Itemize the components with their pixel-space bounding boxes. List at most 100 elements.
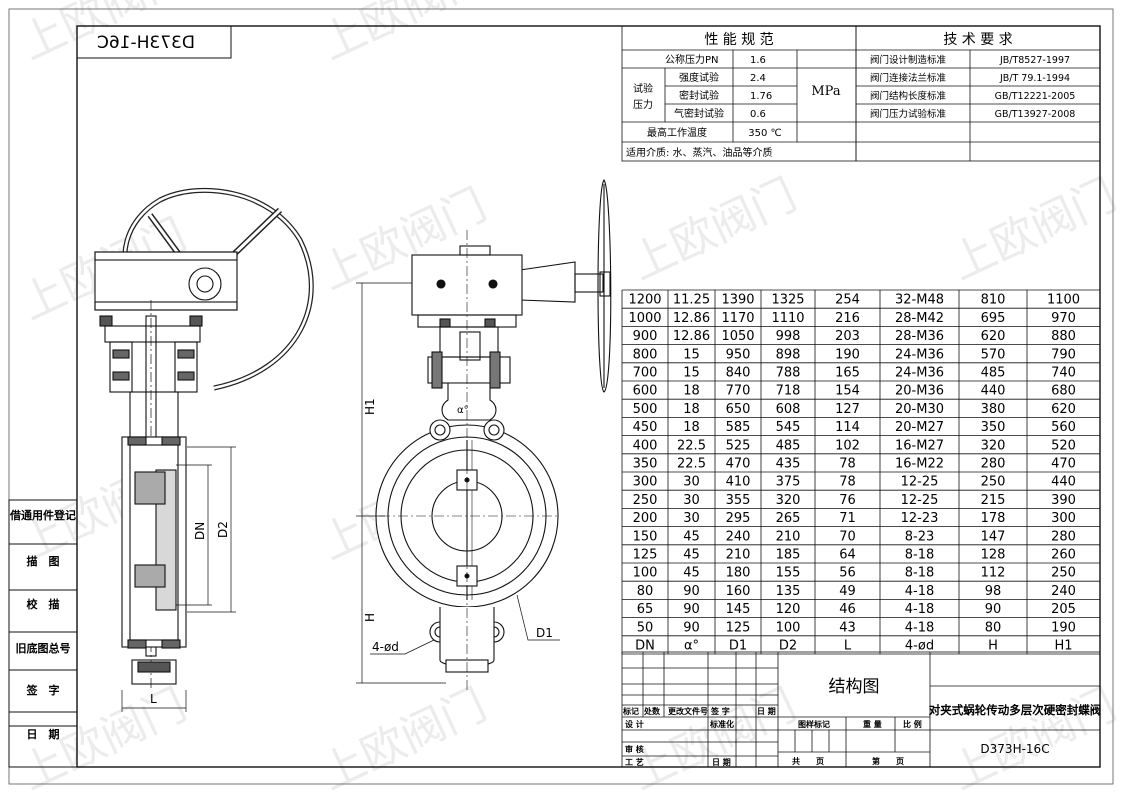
- dim-table-cell: 350: [633, 457, 658, 472]
- svg-text:上欧阀门: 上欧阀门: [623, 679, 804, 793]
- dim-table-cell: 135: [776, 584, 801, 599]
- dim-table-cell: 300: [1051, 511, 1076, 526]
- perf-test-2-label: 密封试验: [679, 89, 719, 102]
- label-DN: DN: [193, 522, 207, 540]
- label-alpha: α°: [457, 405, 469, 416]
- dim-table-cell: 210: [776, 529, 801, 544]
- tech-row-3-value: GB/T12221-2005: [995, 91, 1076, 102]
- dim-table-cell: 250: [633, 493, 658, 508]
- dim-table-cell: 200: [633, 511, 658, 526]
- tech-title: 技 术 要 求: [943, 32, 1012, 48]
- dim-table-cell: 147: [981, 529, 1006, 544]
- dim-table-cell: 970: [1051, 311, 1076, 326]
- label-L: L: [150, 692, 157, 706]
- dim-table-cell: 560: [1051, 420, 1076, 435]
- dim-table-cell: 18: [683, 420, 700, 435]
- dim-table-cell: 600: [633, 384, 658, 399]
- perf-test-label-2: 压力: [633, 98, 653, 111]
- tb-process: 工 艺: [625, 757, 644, 767]
- dim-table-cell: 440: [1051, 475, 1076, 490]
- dim-table-header: H: [988, 639, 998, 654]
- tb-standardize: 标准化: [709, 719, 734, 729]
- dim-table-cell: 4-18: [905, 602, 935, 617]
- dim-table-cell: 950: [726, 347, 751, 362]
- dim-table-cell: 12.86: [673, 311, 710, 326]
- dim-table-cell: 788: [776, 366, 801, 381]
- dim-table-cell: 28-M42: [895, 311, 944, 326]
- perf-max-temp-label: 最高工作温度: [647, 126, 707, 139]
- dim-table-header: α°: [684, 639, 699, 654]
- dim-table-cell: 620: [1051, 402, 1076, 417]
- title-block-grid: [621, 651, 1101, 768]
- tb-sheet: 第 页: [872, 756, 904, 766]
- dim-table-cell: 125: [726, 620, 751, 635]
- dim-table-cell: 570: [981, 347, 1006, 362]
- perf-media: 适用介质: 水、蒸汽、油品等介质: [626, 146, 773, 159]
- dim-table-cell: 49: [839, 584, 856, 599]
- dim-table-cell: 718: [776, 384, 801, 399]
- dim-table-cell: 485: [776, 438, 801, 453]
- dim-table-cell: 740: [1051, 366, 1076, 381]
- dim-table-cell: 30: [683, 511, 700, 526]
- watermark: 上欧阀门 上欧阀门 上欧阀门 上欧阀门 上欧阀门 上欧阀门 上欧阀门 上欧阀门 …: [13, 0, 1122, 793]
- dim-table-cell: 8-18: [905, 548, 935, 563]
- dim-table-cell: 128: [981, 548, 1006, 563]
- dim-table-cell: 120: [776, 602, 801, 617]
- dim-table-cell: 1325: [771, 293, 804, 308]
- dim-table-cell: 4-18: [905, 584, 935, 599]
- front-dimensions: [356, 282, 560, 684]
- dim-table-cell: 20-M30: [895, 402, 944, 417]
- perf-test-1-label: 强度试验: [679, 71, 719, 84]
- dim-table-cell: 260: [1051, 548, 1076, 563]
- mirror-code-text: D373H-16C: [97, 33, 195, 53]
- dim-table-cell: 160: [726, 584, 751, 599]
- dim-table-cell: 1100: [1047, 293, 1080, 308]
- dim-table-cell: 280: [1051, 529, 1076, 544]
- perf-test-label-1: 试验: [633, 82, 653, 95]
- tb-change-doc: 更改文件号: [668, 706, 708, 716]
- sheet-border-outer: [8, 8, 1114, 785]
- dim-table-cell: 22.5: [677, 438, 706, 453]
- dim-table-cell: 45: [683, 566, 700, 581]
- side-section-view: [94, 187, 314, 690]
- dim-table-cell: 50: [637, 620, 654, 635]
- dim-table-cell: 8-23: [905, 529, 935, 544]
- side-label-5: 签 字: [26, 683, 60, 697]
- label-D1: D1: [536, 626, 553, 640]
- svg-text:上欧阀门: 上欧阀门: [313, 0, 494, 70]
- dim-table-cell: 485: [981, 366, 1006, 381]
- dim-table-cell: 410: [726, 475, 751, 490]
- label-H: H: [363, 613, 377, 622]
- side-column: [8, 499, 78, 768]
- dim-table-cell: 71: [839, 511, 856, 526]
- dim-table-cell: 154: [835, 384, 860, 399]
- dim-table-cell: 20-M27: [895, 420, 944, 435]
- tech-row-2-label: 阀门连接法兰标准: [870, 72, 947, 84]
- perf-test-2-value: 1.76: [750, 91, 772, 102]
- dim-table-cell: 112: [981, 566, 1006, 581]
- dim-table-cell: 320: [776, 493, 801, 508]
- sheet-border-inner: [76, 25, 1101, 768]
- dim-table-cell: 300: [633, 475, 658, 490]
- dim-table-cell: 240: [1051, 584, 1076, 599]
- dim-table-cell: 190: [835, 347, 860, 362]
- tb-stage-mark: 图样标记: [798, 719, 830, 729]
- dim-table-cell: 355: [726, 493, 751, 508]
- dim-table-cell: 880: [1051, 329, 1076, 344]
- mirror-code-box: [76, 25, 232, 59]
- side-label-1: 借通用件登记: [9, 508, 76, 522]
- dim-table-cell: 265: [776, 511, 801, 526]
- dim-table-cell: 375: [776, 475, 801, 490]
- dim-table-cell: 205: [1051, 602, 1076, 617]
- dim-table-cell: 700: [633, 366, 658, 381]
- dim-table-cell: 450: [633, 420, 658, 435]
- dim-table-cell: 18: [683, 402, 700, 417]
- dim-table-cell: 435: [776, 457, 801, 472]
- front-view: [375, 179, 612, 690]
- dim-table-cell: 16-M27: [895, 438, 944, 453]
- dim-table-header: D1: [729, 639, 747, 654]
- dim-table-cell: 12.86: [673, 329, 710, 344]
- dim-table-cell: 90: [683, 602, 700, 617]
- label-D2: D2: [216, 521, 230, 538]
- dim-table-cell: 254: [835, 293, 860, 308]
